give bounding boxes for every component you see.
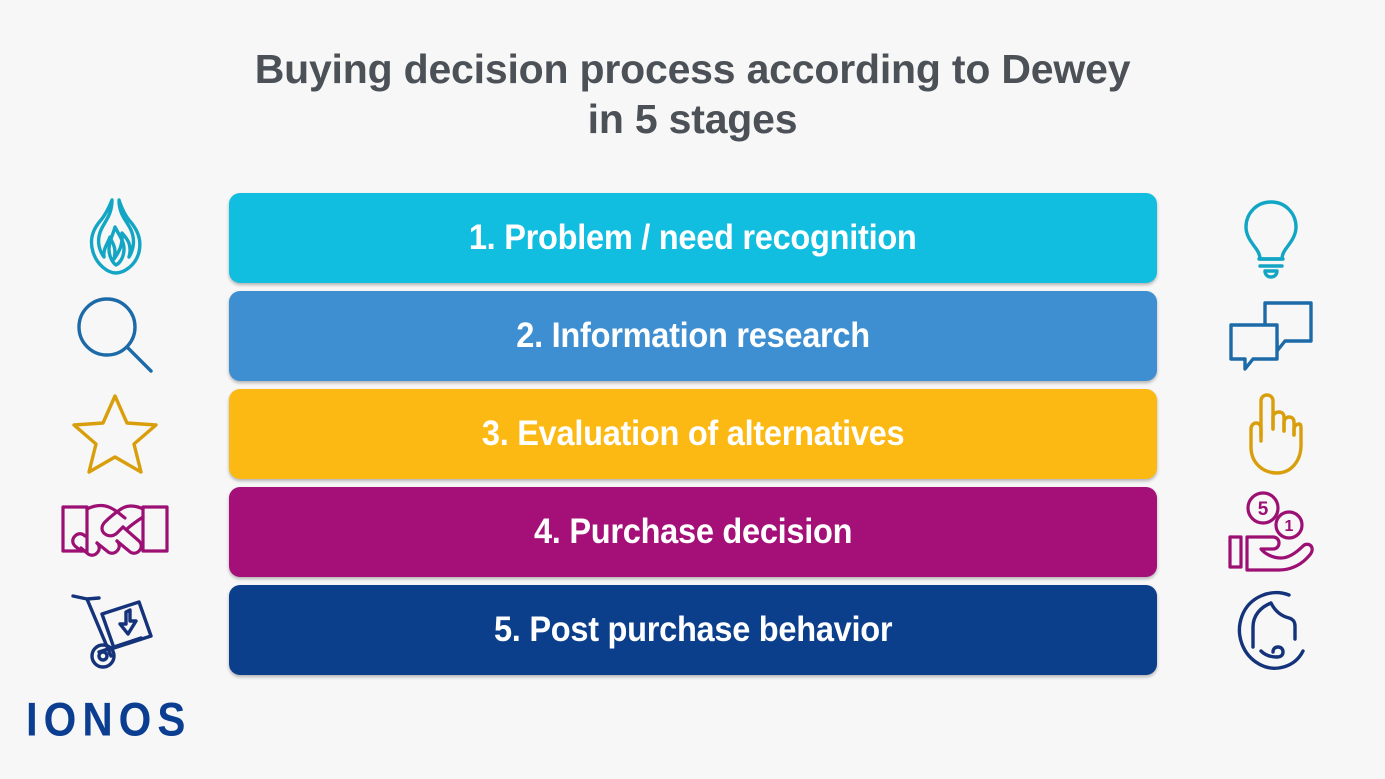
- stage-bar[interactable]: 4. Purchase decision: [229, 487, 1157, 577]
- magnifier-icon: [0, 291, 229, 381]
- page-title-line-2: in 5 stages: [587, 96, 798, 142]
- pointing-hand-icon: [1157, 389, 1385, 479]
- handshake-icon: [0, 487, 229, 577]
- stage-bar-label: 1. Problem / need recognition: [469, 218, 917, 257]
- page-title: Buying decision process according to Dew…: [0, 44, 1385, 144]
- stage-bar[interactable]: 3. Evaluation of alternatives: [229, 389, 1157, 479]
- stage-bar[interactable]: 5. Post purchase behavior: [229, 585, 1157, 675]
- page-title-line-1: Buying decision process according to Dew…: [254, 46, 1131, 92]
- stage-bar-label: 2. Information research: [516, 316, 870, 355]
- speech-bubbles-icon: [1157, 291, 1385, 381]
- stage-row: 4. Purchase decision 5 1: [0, 487, 1385, 577]
- hand-with-coins-icon: 5 1: [1157, 487, 1385, 577]
- hand-truck-icon: [0, 585, 229, 675]
- star-icon: [0, 389, 229, 479]
- stage-row: 5. Post purchase behavior: [0, 585, 1385, 675]
- stage-bar[interactable]: 2. Information research: [229, 291, 1157, 381]
- stage-bar[interactable]: 1. Problem / need recognition: [229, 193, 1157, 283]
- coin-one-label: 1: [1285, 518, 1294, 535]
- stage-row: 1. Problem / need recognition: [0, 193, 1385, 283]
- stage-bar-label: 3. Evaluation of alternatives: [481, 414, 905, 453]
- coin-five-label: 5: [1258, 499, 1269, 520]
- lightbulb-icon: [1157, 193, 1385, 283]
- support-headset-icon: [1157, 585, 1385, 675]
- stage-row: 2. Information research: [0, 291, 1385, 381]
- ionos-logo: IONOS: [26, 692, 192, 746]
- stage-bar-label: 5. Post purchase behavior: [493, 610, 893, 649]
- stage-row: 3. Evaluation of alternatives: [0, 389, 1385, 479]
- flame-icon: [0, 193, 229, 283]
- stage-bar-label: 4. Purchase decision: [533, 512, 853, 551]
- stage-list: 1. Problem / need recognition 2. Informa…: [0, 193, 1385, 683]
